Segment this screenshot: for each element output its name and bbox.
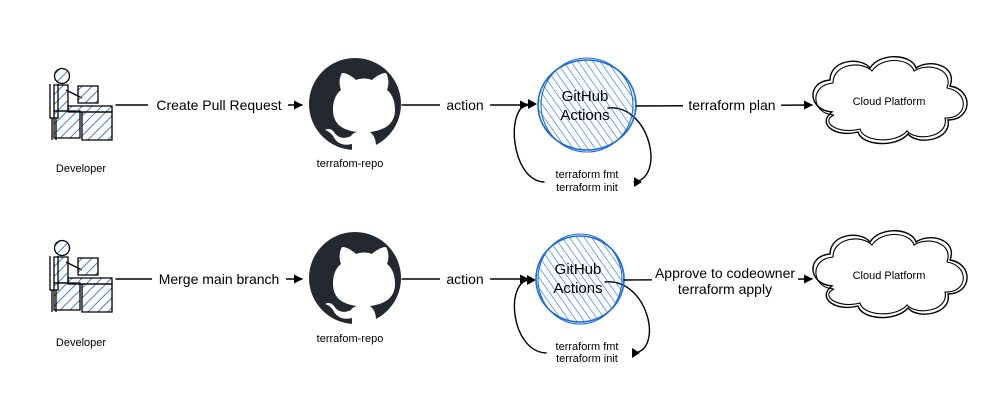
step2-label: action [446,97,483,113]
step3-label-line1: Approve to codeowner [655,265,795,281]
github-octocat-icon [309,58,401,154]
loop-label-line2: terraform init [556,353,618,365]
step3-label-bg [652,264,798,300]
step1-label: Merge main branch [159,271,280,287]
step3-label: terraform plan [688,97,775,113]
loop-arrowhead-left [527,275,536,285]
flow-row-1: Developer Create Pull Request terrafom-r… [49,56,968,194]
actions-label-line2: Actions [553,280,602,297]
step2-label: action [446,271,483,287]
actions-label-line2: Actions [560,107,609,124]
repo-label: terrafom-repo [317,158,384,170]
actions-label-line1: GitHub [562,88,609,105]
developer-label: Developer [56,163,106,175]
actions-label-line1: GitHub [555,261,602,278]
github-actions-circle [537,57,637,153]
loop-arrowhead-right [634,177,642,187]
loop-arrowhead-left [528,99,537,109]
cloud-label: Cloud Platform [853,270,926,282]
step1-label-bg [152,269,286,289]
loop-arrowhead-right [632,348,640,358]
loop-label-line1: terraform fmt [556,169,619,181]
loop-label-line2: terraform init [556,182,618,194]
step1-label: Create Pull Request [156,97,281,113]
github-actions-circle [535,233,625,325]
cloud-label: Cloud Platform [853,96,926,108]
repo-label: terrafom-repo [317,333,384,345]
flow-row-2: Developer Merge main branch terrafom-rep… [49,230,968,365]
loop-label-line1: terraform fmt [556,341,619,353]
developer-icon [49,67,113,141]
step2-label-bg [440,95,490,115]
step1-label-bg [148,95,288,115]
step3-label-bg [683,95,781,115]
step3-label-line2: terraform apply [678,281,772,297]
step2-label-bg [440,269,490,289]
developer-label: Developer [56,337,106,349]
developer-icon [49,239,113,313]
github-octocat-icon [309,232,401,328]
